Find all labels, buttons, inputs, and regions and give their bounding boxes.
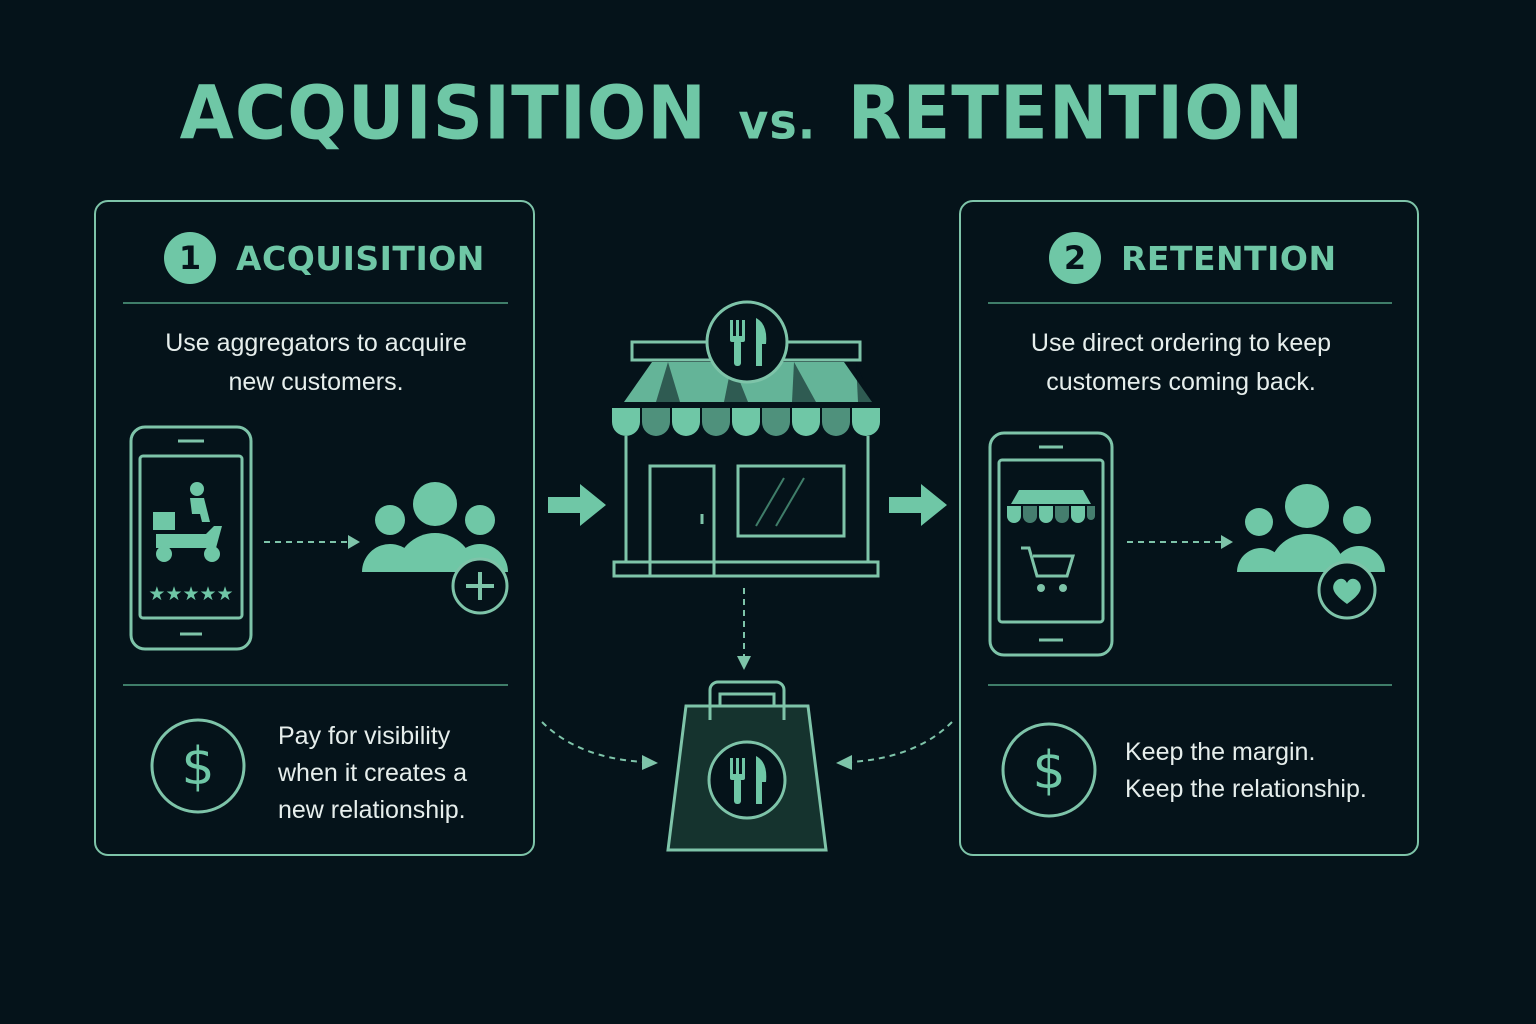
dashed-arrow-icon	[264, 535, 360, 549]
footer-line: Keep the margin.	[1125, 738, 1316, 766]
arrow-right-icon	[548, 484, 606, 526]
step-number-badge: 2	[1049, 232, 1101, 284]
footer-line: Pay for visibility	[278, 722, 451, 750]
divider	[988, 302, 1392, 304]
storefront-fork-knife-icon	[612, 300, 880, 578]
acquisition-panel: 1 ACQUISITION Use aggregators to acquire…	[94, 200, 535, 856]
dollar-circle-icon: $	[1001, 722, 1097, 818]
step-number-badge: 1	[164, 232, 216, 284]
dashed-arrow-icon	[1127, 535, 1233, 549]
svg-text:$: $	[181, 737, 214, 797]
retention-description: Use direct ordering to keep customers co…	[1030, 329, 1332, 396]
page-title: ACQUISITION vs. RETENTION	[0, 70, 1484, 157]
dashed-arrow-down-icon	[737, 588, 751, 670]
svg-text:★★★★★: ★★★★★	[148, 583, 233, 605]
phone-store-cart-icon	[988, 431, 1114, 657]
svg-text:$: $	[1032, 741, 1065, 801]
user-group-plus-icon	[362, 482, 509, 615]
user-group-heart-icon	[1237, 484, 1385, 620]
retention-heading: RETENTION	[1121, 238, 1337, 278]
retention-header: 2 RETENTION	[1049, 232, 1337, 284]
shopping-bag-fork-knife-icon	[666, 680, 828, 852]
retention-footer: Keep the margin. Keep the relationship.	[1125, 734, 1367, 808]
title-vs: vs.	[738, 92, 817, 151]
acquisition-footer: Pay for visibility when it creates a new…	[278, 718, 467, 829]
dashed-curve-arrow-icon	[836, 721, 953, 770]
divider	[123, 302, 508, 304]
divider	[988, 684, 1392, 686]
title-acquisition: ACQUISITION	[179, 69, 707, 157]
phone-delivery-scooter-rating-icon: ★★★★★	[129, 425, 253, 651]
title-retention: RETENTION	[847, 69, 1305, 157]
acquisition-header: 1 ACQUISITION	[164, 232, 485, 284]
acquisition-description: Use aggregators to acquire new customers…	[165, 329, 467, 396]
footer-line: Keep the relationship.	[1125, 775, 1367, 803]
acquisition-heading: ACQUISITION	[236, 238, 485, 278]
footer-line: new relationship.	[278, 796, 466, 824]
divider	[123, 684, 508, 686]
footer-line: when it creates a	[278, 759, 467, 787]
retention-panel: 2 RETENTION Use direct ordering to keep …	[959, 200, 1419, 856]
dashed-curve-arrow-icon	[541, 721, 658, 770]
arrow-right-icon	[889, 484, 947, 526]
dollar-circle-icon: $	[150, 718, 246, 814]
